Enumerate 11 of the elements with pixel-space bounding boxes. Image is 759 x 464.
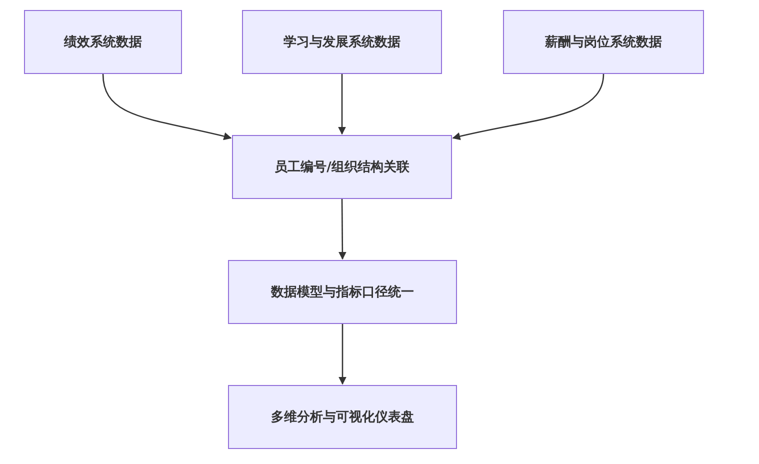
arrow (338, 324, 346, 385)
process-box: 数据模型与指标口径统一 (228, 260, 457, 324)
arrow (338, 199, 346, 260)
process-box: 多维分析与可视化仪表盘 (228, 385, 457, 449)
process-box: 学习与发展系统数据 (242, 10, 442, 74)
arrow (452, 74, 604, 140)
arrow (102, 74, 232, 140)
process-box: 员工编号/组织结构关联 (232, 135, 452, 199)
process-box: 绩效系统数据 (24, 10, 182, 74)
process-box: 薪酬与岗位系统数据 (503, 10, 704, 74)
arrow (338, 74, 346, 135)
